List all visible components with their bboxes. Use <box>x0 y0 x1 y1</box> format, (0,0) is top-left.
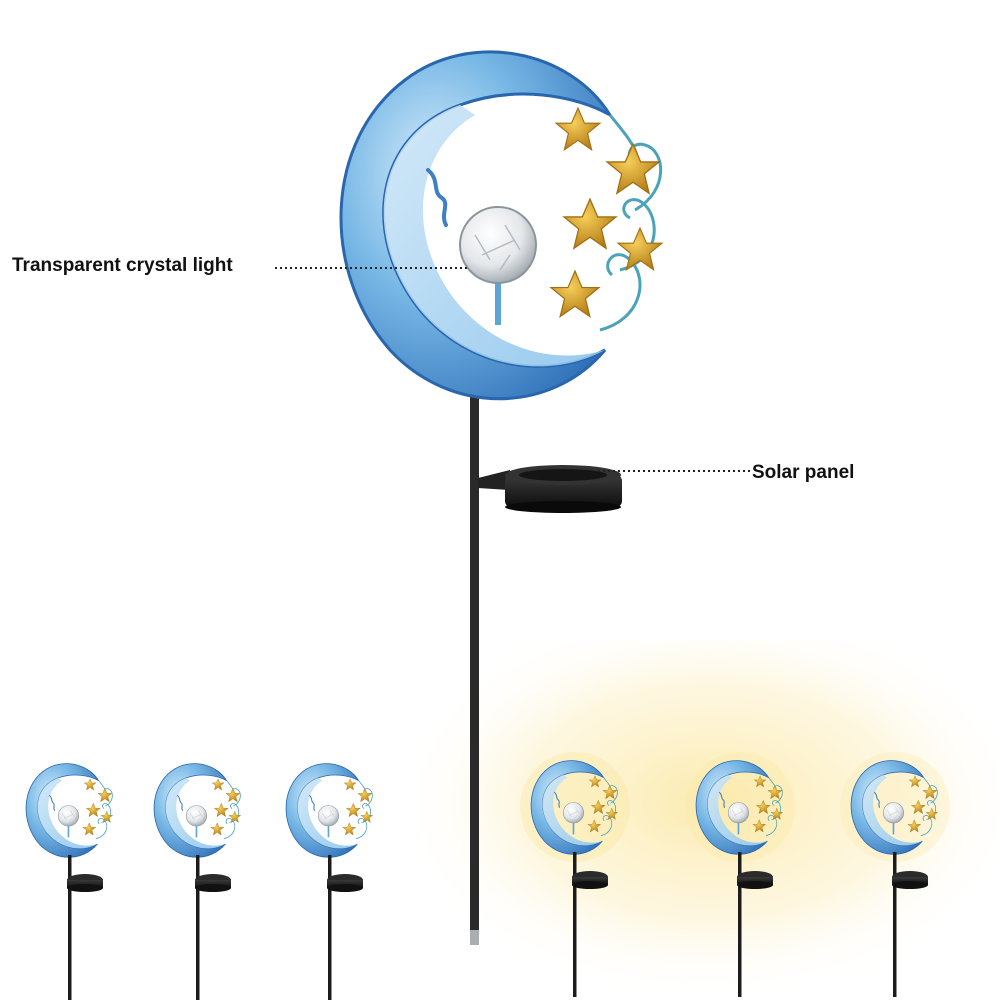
lamp-thumbnail-lit <box>520 752 630 997</box>
main-stake <box>470 395 479 945</box>
solar-panel-label: Solar panel <box>752 462 855 483</box>
stake-tip <box>470 930 479 945</box>
lamp-thumbnail-off <box>26 764 113 1000</box>
solar-panel <box>505 465 622 513</box>
lamp-thumbnail-off <box>286 764 373 1000</box>
main-lamp <box>341 52 662 945</box>
lamp-thumbnail-off <box>154 764 241 1000</box>
lamp-thumbnail-lit <box>685 752 795 997</box>
lamp-thumbnail-lit <box>840 752 950 997</box>
moon-lamp-head <box>341 52 662 399</box>
crystal-light-label: Transparent crystal light <box>12 255 233 276</box>
